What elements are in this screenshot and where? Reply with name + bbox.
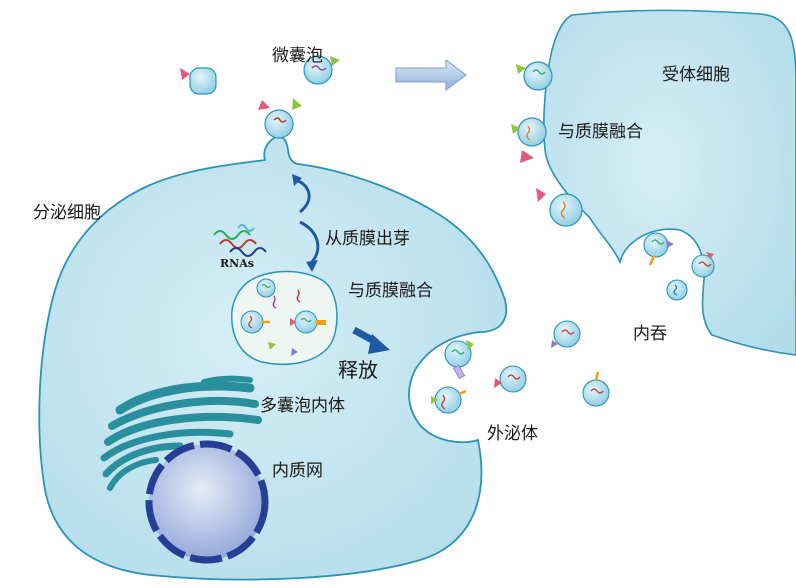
budding-squiggle bbox=[273, 117, 287, 123]
endocytosed-vesicle-2 bbox=[691, 254, 715, 278]
bud-marker-green bbox=[292, 98, 302, 110]
fusing-vesicle-1-squiggle bbox=[532, 69, 546, 75]
bud-arrow-down-head bbox=[306, 260, 318, 272]
pocket-2-stalk bbox=[458, 389, 467, 396]
exosome-3-squiggle bbox=[507, 374, 521, 380]
fusing-vesicle-3 bbox=[549, 193, 583, 227]
mvb-v1-squiggle bbox=[261, 283, 271, 289]
marker-green-1 bbox=[516, 64, 526, 74]
endocytosed-vesicle-1 bbox=[643, 232, 669, 258]
recipient-cell bbox=[543, 9, 796, 356]
label-mvb: 多囊泡内体 bbox=[260, 396, 345, 416]
endo-1-stalk bbox=[648, 255, 656, 266]
label-microvesicle: 微囊泡 bbox=[272, 46, 323, 66]
nucleus bbox=[149, 444, 265, 560]
exosome-2-stalk bbox=[594, 371, 600, 381]
mvb-vesicle-3 bbox=[294, 310, 318, 334]
mvb-vesicle-1 bbox=[256, 278, 276, 298]
mvb-vesicle-2 bbox=[240, 310, 264, 334]
exosome-2 bbox=[582, 379, 610, 407]
mvb-free-marker-2 bbox=[291, 348, 298, 356]
microvesicle-top-squiggle bbox=[311, 65, 327, 71]
endocytosed-vesicle-3 bbox=[666, 279, 688, 301]
endo-2-squiggle bbox=[698, 261, 712, 267]
label-exosome: 外泌体 bbox=[487, 424, 538, 444]
pocket-2-squiggle bbox=[441, 394, 446, 410]
exosome-2-squiggle bbox=[590, 388, 604, 394]
mvb-free-rna-2 bbox=[296, 289, 301, 303]
mvb-free-marker-1 bbox=[268, 342, 276, 350]
mvb-free-rna-1 bbox=[272, 295, 277, 309]
label-er: 内质网 bbox=[272, 461, 323, 481]
bud-arrow-up bbox=[295, 178, 311, 214]
pocket-exosome-2 bbox=[434, 386, 462, 414]
exosome-1-squiggle bbox=[561, 329, 575, 335]
pocket-2-marker bbox=[431, 396, 438, 404]
microvesicle-top bbox=[303, 55, 333, 85]
rnas-strands bbox=[213, 224, 267, 257]
transfer-arrow bbox=[395, 59, 467, 91]
exosome-1 bbox=[553, 320, 581, 348]
marker-pink-3 bbox=[536, 188, 546, 202]
bud-arrow-down bbox=[299, 220, 320, 263]
label-rnas: RNAs bbox=[220, 257, 254, 270]
fusing-vesicle-2 bbox=[517, 117, 547, 147]
endo-2-marker bbox=[706, 252, 714, 259]
exosome-1-marker bbox=[551, 340, 558, 348]
bud-marker-pink bbox=[258, 100, 270, 110]
fusing-vesicle-1 bbox=[523, 61, 553, 91]
mvb bbox=[231, 270, 338, 365]
nucleus-envelope bbox=[145, 440, 269, 564]
microvesicle-free bbox=[189, 67, 217, 95]
label-recipient-cell: 受体细胞 bbox=[662, 65, 730, 85]
pocket-1-squiggle bbox=[451, 349, 465, 355]
marker-green-top bbox=[330, 56, 340, 66]
budding-vesicle bbox=[264, 109, 294, 139]
marker-pink-free bbox=[180, 68, 190, 80]
endo-1-marker bbox=[666, 240, 674, 248]
label-bud-from-membrane: 从质膜出芽 bbox=[325, 229, 410, 249]
endoplasmic-reticulum bbox=[100, 375, 262, 491]
label-release: 释放 bbox=[338, 358, 378, 382]
exosome-3-marker bbox=[494, 378, 502, 388]
marker-pink-2 bbox=[520, 150, 534, 163]
endo-3-squiggle bbox=[673, 284, 678, 296]
bud-arrow-up-head bbox=[292, 174, 302, 186]
pocket-1-marker bbox=[466, 340, 474, 350]
fusing-vesicle-2-squiggle bbox=[526, 125, 531, 141]
release-arrow-head bbox=[368, 334, 390, 354]
pocket-1-receptor bbox=[452, 364, 466, 380]
mvb-v3-marker bbox=[290, 318, 296, 326]
marker-green-2 bbox=[511, 124, 520, 134]
mvb-v2-squiggle bbox=[248, 315, 253, 329]
mvb-v3-receptor bbox=[316, 320, 326, 325]
mvb-v3-squiggle bbox=[300, 317, 312, 323]
label-fuse-membrane-top: 与质膜融合 bbox=[558, 122, 643, 142]
label-secreting-cell: 分泌细胞 bbox=[33, 203, 101, 223]
exosome-3 bbox=[499, 365, 527, 393]
fusing-vesicle-3-squiggle bbox=[560, 201, 566, 219]
endo-1-squiggle bbox=[651, 239, 665, 245]
label-fuse-membrane-mid: 与质膜融合 bbox=[348, 281, 433, 301]
label-endocytosis: 内吞 bbox=[633, 324, 667, 344]
